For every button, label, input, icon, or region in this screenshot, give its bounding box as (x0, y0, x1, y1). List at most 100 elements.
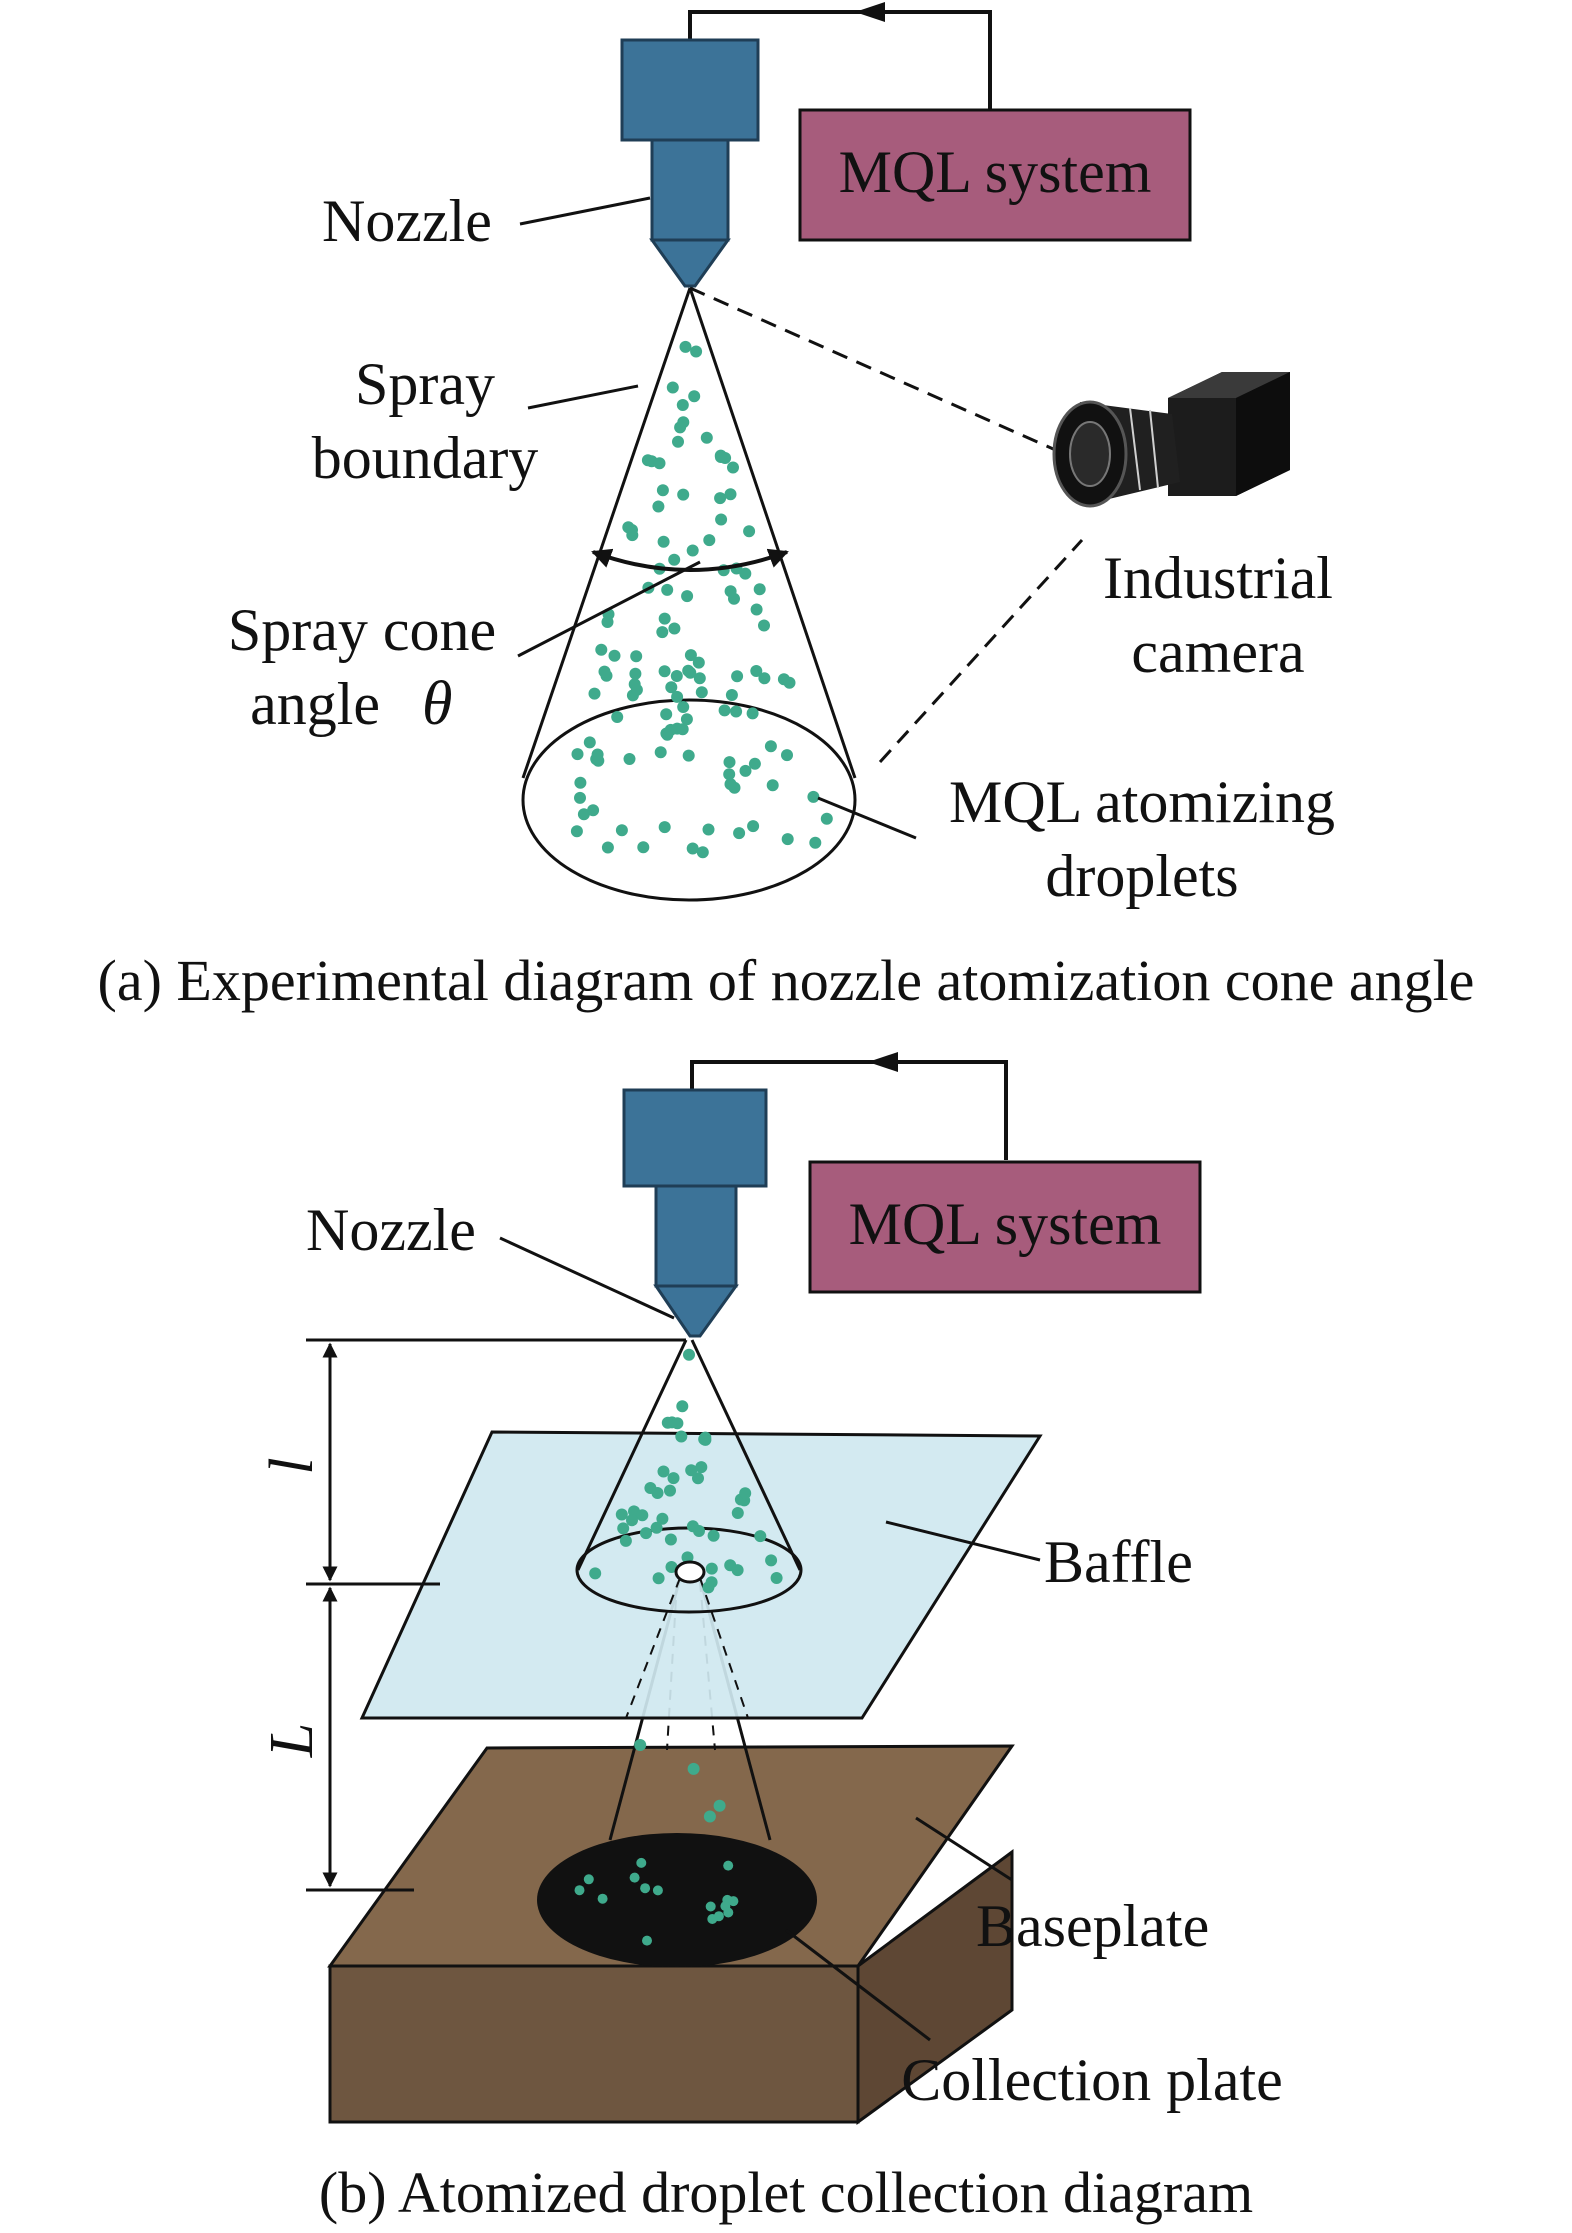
droplet-dot (807, 790, 820, 803)
baffle-hole-b (674, 1560, 706, 1584)
droplet-dot (656, 1512, 669, 1525)
droplets-leader-a (817, 796, 917, 840)
droplet-dot (670, 670, 683, 682)
collected-droplets-b (574, 1857, 739, 1946)
droplet-dot (703, 534, 716, 547)
nozzle-label-a: Nozzle (322, 188, 492, 254)
spray-boundary-leader-a (527, 384, 639, 410)
droplet-dot (705, 1901, 716, 1912)
caption-b: (b) Atomized droplet collection diagram (319, 2160, 1253, 2225)
droplet-dot (661, 1416, 674, 1429)
droplet-dot (658, 665, 671, 678)
droplet-dot (703, 1810, 716, 1823)
droplet-dot (598, 665, 611, 678)
droplet-dot (657, 535, 670, 548)
droplet-dot (615, 824, 628, 837)
feed-arrow-b (868, 1052, 898, 1072)
droplet-dot (671, 1417, 684, 1430)
theta-symbol-a: θ (422, 670, 452, 738)
droplet-dot (705, 1562, 718, 1575)
droplet-dot (713, 1799, 726, 1812)
droplet-dot (731, 670, 744, 683)
droplet-dot (674, 421, 687, 434)
droplet-dot (660, 708, 673, 721)
droplet-dot (667, 1472, 680, 1485)
droplet-dot (730, 705, 743, 718)
droplet-dot (698, 1433, 711, 1446)
droplet-dot (758, 619, 770, 632)
droplet-dot (644, 1482, 657, 1494)
droplet-dot (656, 484, 669, 497)
droplet-dot (574, 776, 587, 789)
droplet-dot (652, 1885, 663, 1896)
mql-feed-line-b (690, 1060, 1008, 1160)
droplet-dot (731, 1564, 744, 1577)
droplet-dot (682, 749, 695, 762)
droplet-dot (692, 656, 705, 669)
baseplate-label-b: Baseplate (976, 1893, 1209, 1959)
droplet-dot (679, 340, 692, 353)
droplet-dot (783, 676, 796, 689)
droplet-dot (724, 488, 737, 501)
droplet-dot (601, 841, 614, 854)
droplet-dot (654, 746, 667, 759)
baffle-leader-b (885, 1520, 1041, 1562)
droplet-dot (725, 689, 738, 701)
droplets-label-2-a: droplets (1045, 843, 1238, 909)
droplet-dot (686, 544, 699, 557)
droplet-dot (630, 683, 643, 696)
droplet-dot (724, 585, 737, 598)
collection-plate-b (537, 1833, 817, 1967)
mql-system-box-b (808, 1160, 1202, 1294)
droplet-dot (608, 649, 621, 662)
droplet-dot (724, 778, 737, 791)
spray-boundary-label-2-a: boundary (312, 425, 539, 491)
droplet-dot (664, 1484, 676, 1497)
droplet-dot (781, 833, 794, 846)
droplet-dot (676, 1400, 689, 1413)
panel-b: MQL system Nozzle l L Baffle Baseplate C… (258, 1052, 1283, 2225)
collection-plate-leader-b (785, 1928, 931, 2042)
droplet-dot (601, 616, 614, 628)
droplet-cloud-a (570, 340, 833, 859)
droplet-dot (753, 583, 766, 596)
droplet-dot (636, 1857, 647, 1868)
droplet-dot (695, 686, 708, 699)
droplet-dot (820, 812, 833, 825)
caption-a: (a) Experimental diagram of nozzle atomi… (98, 948, 1475, 1013)
droplet-dot (723, 1907, 734, 1918)
mql-system-label-b: MQL system (849, 1191, 1162, 1257)
camera-sightline-top-a (689, 286, 1061, 454)
droplet-dot (630, 650, 643, 663)
droplet-dot (765, 1554, 778, 1567)
droplet-dot (637, 841, 650, 854)
droplet-dot (664, 1533, 677, 1546)
droplet-dot (739, 1487, 752, 1500)
droplet-dot (770, 1572, 783, 1584)
droplet-dot (684, 649, 697, 662)
baseplate-leader-b (915, 1816, 1013, 1882)
droplet-dot (733, 827, 746, 840)
droplet-dot (681, 590, 694, 603)
droplet-dot (574, 791, 586, 804)
droplet-dot (577, 808, 590, 821)
upper-cone-right-b (690, 1339, 802, 1571)
droplet-dot (688, 390, 701, 403)
droplet-dot (746, 707, 759, 720)
baffle-label-b: Baffle (1044, 1529, 1193, 1595)
droplet-dot (715, 513, 728, 526)
droplet-dot (743, 525, 756, 538)
droplet-dot (747, 820, 760, 833)
droplets-label-1-a: MQL atomizing (949, 769, 1335, 835)
droplet-dot (758, 672, 771, 685)
droplet-dot (665, 681, 678, 694)
spray-boundary-label-1-a: Spray (355, 351, 495, 417)
droplet-dot (636, 1509, 649, 1522)
mql-system-label-a: MQL system (839, 139, 1152, 205)
droplet-dot (640, 1883, 651, 1894)
collection-plate-label-b: Collection plate (901, 2047, 1283, 2113)
droplet-dot (617, 1522, 630, 1535)
droplet-dot (623, 753, 636, 765)
droplet-dot (642, 1935, 652, 1946)
